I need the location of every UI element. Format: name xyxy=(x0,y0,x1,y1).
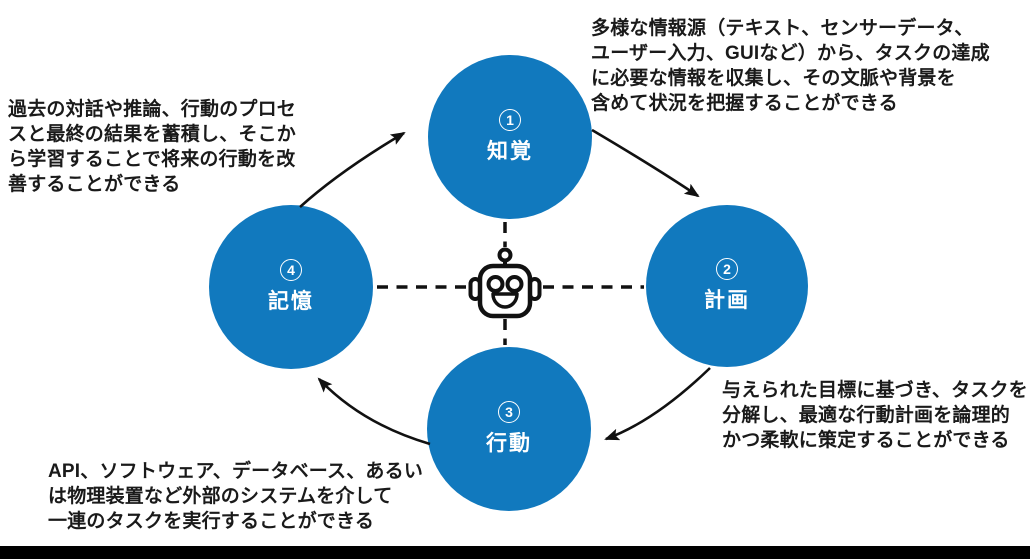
node-label: 行動 xyxy=(486,432,532,455)
node-memory: 4 記憶 xyxy=(209,205,373,369)
node-number-badge: 1 xyxy=(499,109,521,131)
arrow-perception-to-planning xyxy=(591,128,700,198)
node-number-badge: 3 xyxy=(498,401,520,423)
node-label: 計画 xyxy=(704,289,750,312)
node-number-badge: 2 xyxy=(716,258,738,280)
node-perception: 1 知覚 xyxy=(428,55,592,219)
note-perception: 多様な情報源（テキスト、センサーデータ、 ユーザー入力、GUIなど）から、タスク… xyxy=(591,18,990,114)
node-action: 3 行動 xyxy=(427,347,591,511)
note-planning: 与えられた目標に基づき、タスクを 分解し、最適な行動計画を論理的 かつ柔軟に策定… xyxy=(722,380,1028,451)
node-label: 記憶 xyxy=(268,290,314,313)
arrow-action-to-memory xyxy=(317,377,431,446)
bottom-black-bar xyxy=(0,546,1030,559)
note-action: API、ソフトウェア、データベース、あるい は物理装置など外部のシステムを介して… xyxy=(48,461,424,532)
robot-face-icon xyxy=(468,247,542,319)
arrow-planning-to-action xyxy=(604,367,711,441)
node-number-badge: 4 xyxy=(280,259,302,281)
arrow-memory-to-perception xyxy=(299,131,406,208)
note-memory: 過去の対話や推論、行動のプロセ スと最終の結果を蓄積し、そこか ら学習することで… xyxy=(8,99,297,195)
node-label: 知覚 xyxy=(487,140,533,163)
node-planning: 2 計画 xyxy=(646,205,808,367)
